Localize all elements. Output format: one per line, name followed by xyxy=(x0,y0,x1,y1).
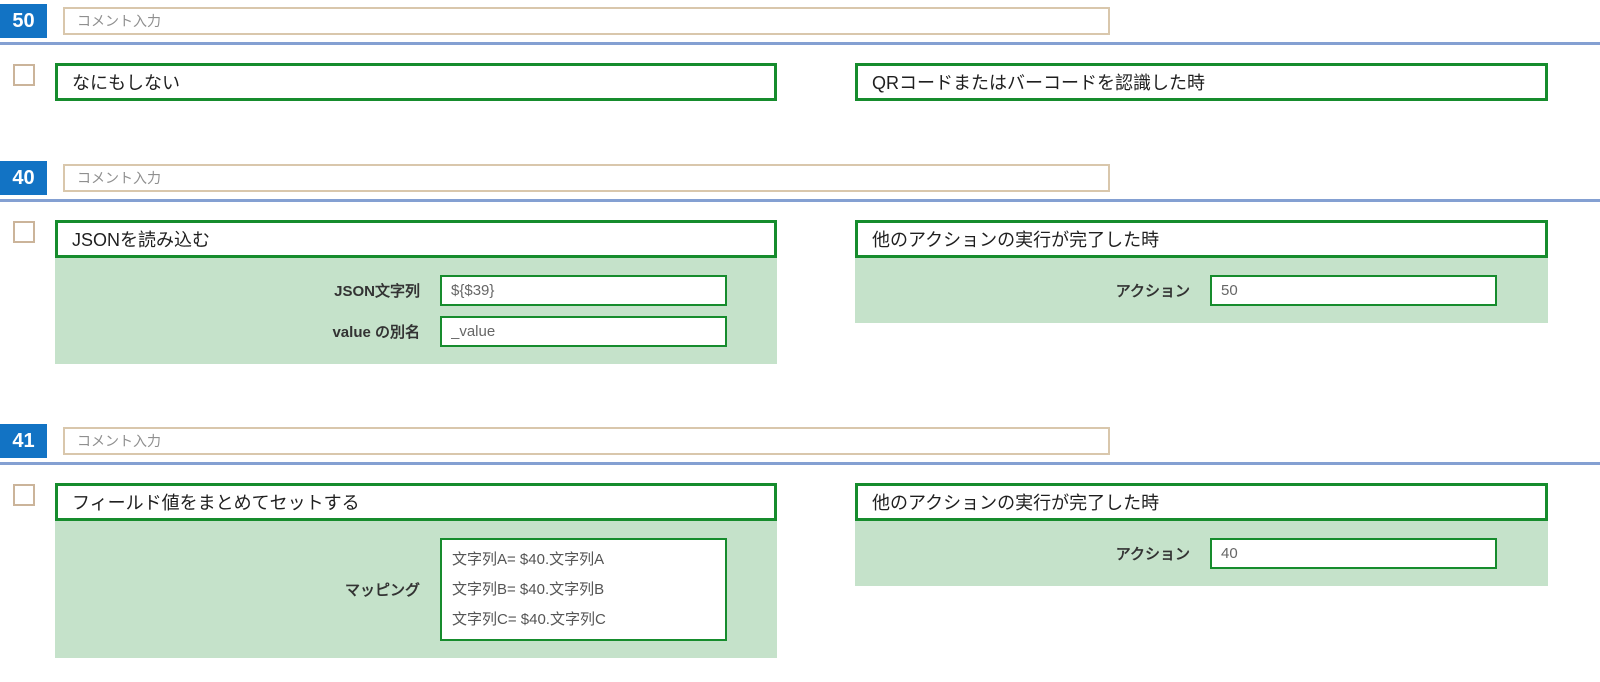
json-string-input[interactable] xyxy=(440,275,727,306)
mapping-textarea[interactable]: 文字列A= $40.文字列A 文字列B= $40.文字列B 文字列C= $40.… xyxy=(440,538,727,641)
block-body: フィールド値をまとめてセットする マッピング 文字列A= $40.文字列A 文字… xyxy=(0,483,1600,658)
action-title-box[interactable]: なにもしない xyxy=(55,63,777,101)
action-number-badge: 40 xyxy=(0,161,47,195)
action-title-box[interactable]: JSONを読み込む xyxy=(55,220,777,258)
trigger-params-panel: アクション xyxy=(855,258,1548,323)
section-divider xyxy=(0,199,1600,202)
action-params-panel: JSON文字列 value の別名 xyxy=(55,258,777,364)
field-row: アクション xyxy=(855,533,1548,574)
checkbox-column xyxy=(0,63,55,86)
trigger-title: 他のアクションの実行が完了した時 xyxy=(872,493,1160,513)
field-row: アクション xyxy=(855,270,1548,311)
trigger-title-box[interactable]: 他のアクションの実行が完了した時 xyxy=(855,483,1548,521)
action-block-40: 40 JSONを読み込む JSON文字列 value の別名 xyxy=(0,161,1600,364)
section-divider xyxy=(0,42,1600,45)
block-header: 41 xyxy=(0,424,1600,458)
comment-input[interactable] xyxy=(63,7,1110,35)
trigger-column: 他のアクションの実行が完了した時 アクション xyxy=(855,483,1548,586)
field-row: JSON文字列 xyxy=(55,270,777,311)
field-label: アクション xyxy=(1115,546,1190,563)
action-column: JSONを読み込む JSON文字列 value の別名 xyxy=(55,220,777,364)
comment-input[interactable] xyxy=(63,164,1110,192)
action-params-panel: マッピング 文字列A= $40.文字列A 文字列B= $40.文字列B 文字列C… xyxy=(55,521,777,658)
select-checkbox[interactable] xyxy=(13,221,35,243)
trigger-column: QRコードまたはバーコードを認識した時 xyxy=(855,63,1548,101)
trigger-title: 他のアクションの実行が完了した時 xyxy=(872,230,1160,250)
field-label: マッピング xyxy=(344,582,420,599)
action-block-50: 50 なにもしない QRコードまたはバーコードを認識した時 xyxy=(0,4,1600,101)
action-title: フィールド値をまとめてセットする xyxy=(72,493,360,513)
select-checkbox[interactable] xyxy=(13,484,35,506)
trigger-title-box[interactable]: 他のアクションの実行が完了した時 xyxy=(855,220,1548,258)
section-divider xyxy=(0,462,1600,465)
field-label: JSON文字列 xyxy=(334,283,420,300)
checkbox-column xyxy=(0,220,55,243)
trigger-params-panel: アクション xyxy=(855,521,1548,586)
field-label: value の別名 xyxy=(332,324,420,341)
value-alias-input[interactable] xyxy=(440,316,727,347)
trigger-column: 他のアクションの実行が完了した時 アクション xyxy=(855,220,1548,323)
field-row: value の別名 xyxy=(55,311,777,352)
block-header: 50 xyxy=(0,4,1600,38)
action-block-41: 41 フィールド値をまとめてセットする マッピング 文字列A= $40.文字列A… xyxy=(0,424,1600,658)
action-title-box[interactable]: フィールド値をまとめてセットする xyxy=(55,483,777,521)
action-number-badge: 50 xyxy=(0,4,47,38)
action-column: フィールド値をまとめてセットする マッピング 文字列A= $40.文字列A 文字… xyxy=(55,483,777,658)
trigger-title-box[interactable]: QRコードまたはバーコードを認識した時 xyxy=(855,63,1548,101)
field-label: アクション xyxy=(1115,283,1190,300)
action-title: JSONを読み込む xyxy=(72,230,211,250)
block-header: 40 xyxy=(0,161,1600,195)
comment-input[interactable] xyxy=(63,427,1110,455)
field-row: マッピング 文字列A= $40.文字列A 文字列B= $40.文字列B 文字列C… xyxy=(55,533,777,646)
trigger-title: QRコードまたはバーコードを認識した時 xyxy=(872,73,1205,93)
checkbox-column xyxy=(0,483,55,506)
block-body: JSONを読み込む JSON文字列 value の別名 他のアクションの実行が完… xyxy=(0,220,1600,364)
action-number-badge: 41 xyxy=(0,424,47,458)
action-column: なにもしない xyxy=(55,63,777,101)
select-checkbox[interactable] xyxy=(13,64,35,86)
trigger-action-input[interactable] xyxy=(1210,538,1497,569)
action-title: なにもしない xyxy=(72,73,180,93)
block-body: なにもしない QRコードまたはバーコードを認識した時 xyxy=(0,63,1600,101)
trigger-action-input[interactable] xyxy=(1210,275,1497,306)
